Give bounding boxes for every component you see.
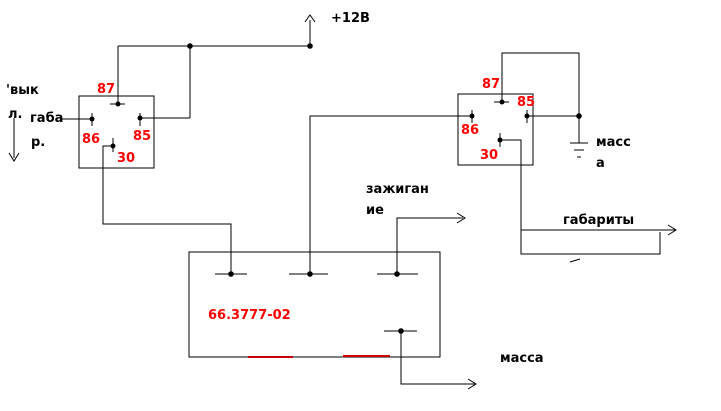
junction-dot: [187, 43, 193, 49]
control-module: 66.3777-02: [188, 251, 441, 358]
gaba-label: габа: [30, 111, 63, 126]
l-label: л.: [8, 107, 22, 122]
mass-output: масса: [400, 331, 544, 390]
massa-bottom-label: масса: [500, 351, 544, 366]
module-code: 66.3777-02: [208, 308, 291, 323]
relay-left-box: [78, 95, 155, 169]
gabarity-label: габариты: [563, 213, 634, 228]
wire-left-relay-to-module: [102, 145, 232, 274]
massa-right-label-2: а: [596, 156, 605, 171]
relay-right-pin86: 86: [461, 123, 479, 138]
plus12v-label: +12В: [331, 11, 370, 26]
relay-left: 87 86 85 30: [78, 82, 155, 169]
gabarity-output: габариты: [500, 139, 677, 263]
power-supply: +12В: [304, 11, 370, 46]
ignition-output: зажиган ие: [366, 182, 466, 274]
wire-right-relay-to-module: [309, 115, 472, 274]
vykl-label: 'вык: [6, 83, 39, 98]
junction-dot: [307, 43, 313, 49]
relay-right: 87 86 85 30: [457, 77, 535, 166]
relay-left-pin86: 86: [82, 132, 100, 147]
relay-right-pin85: 85: [517, 95, 535, 110]
relay-left-pin30: 30: [117, 151, 135, 166]
relay-right-pin30: 30: [480, 148, 498, 163]
r-label: р.: [31, 135, 45, 150]
relay-left-pin85: 85: [133, 129, 151, 144]
left-switch-input: 'вык л. габа р.: [6, 83, 92, 162]
relay-right-pin87: 87: [482, 77, 500, 92]
right-relay-wires: масс а: [501, 52, 631, 171]
relay-right-box: [457, 93, 534, 166]
top-bus-wire: [117, 43, 313, 119]
module-box: [188, 251, 441, 358]
relay-left-pin87: 87: [97, 82, 115, 97]
zazhigan-label-2: ие: [366, 203, 384, 218]
massa-right-label-1: масс: [596, 135, 631, 150]
zazhigan-label-1: зажиган: [366, 182, 429, 197]
